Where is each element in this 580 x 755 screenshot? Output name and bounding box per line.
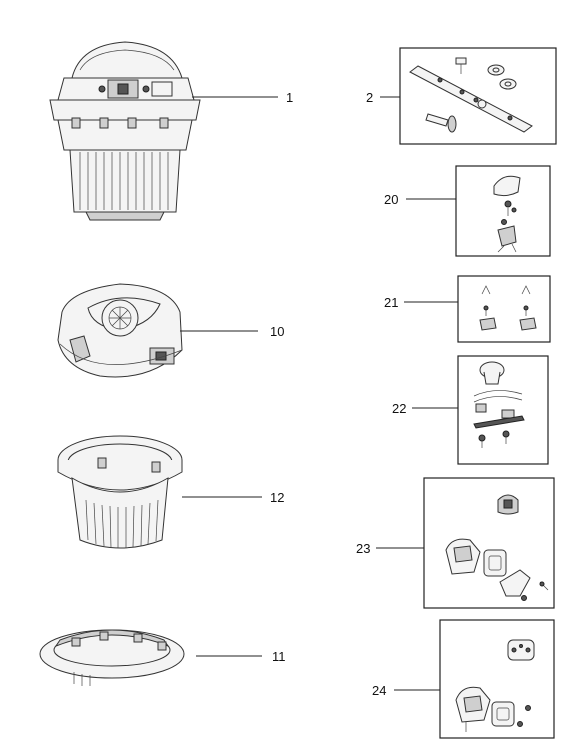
part-21-clip-kit [479, 285, 537, 331]
part-21-box [457, 275, 551, 343]
part-20-latch-kit [493, 175, 521, 253]
callout-24: 24 [372, 683, 386, 698]
callout-23: 23 [356, 541, 370, 556]
callout-20: 20 [384, 192, 398, 207]
part-2-box [399, 47, 557, 145]
callout-1: 1 [286, 90, 293, 105]
callout-12: 12 [270, 490, 284, 505]
part-2-bracket-kit [409, 57, 533, 133]
callout-21: 21 [384, 295, 398, 310]
part-23-housing-kit [445, 494, 549, 601]
part-1-motor-head [49, 41, 201, 221]
part-23-box [423, 477, 555, 609]
callout-10: 10 [270, 324, 284, 339]
callout-2: 2 [366, 90, 373, 105]
callout-22: 22 [392, 401, 406, 416]
callout-11: 11 [272, 649, 286, 664]
part-11-base-ring [39, 629, 185, 686]
part-24-socket-kit [455, 639, 535, 732]
part-12-filter-cage [57, 435, 183, 549]
part-22-switch-kit [473, 361, 525, 448]
part-10-cover [57, 283, 183, 378]
